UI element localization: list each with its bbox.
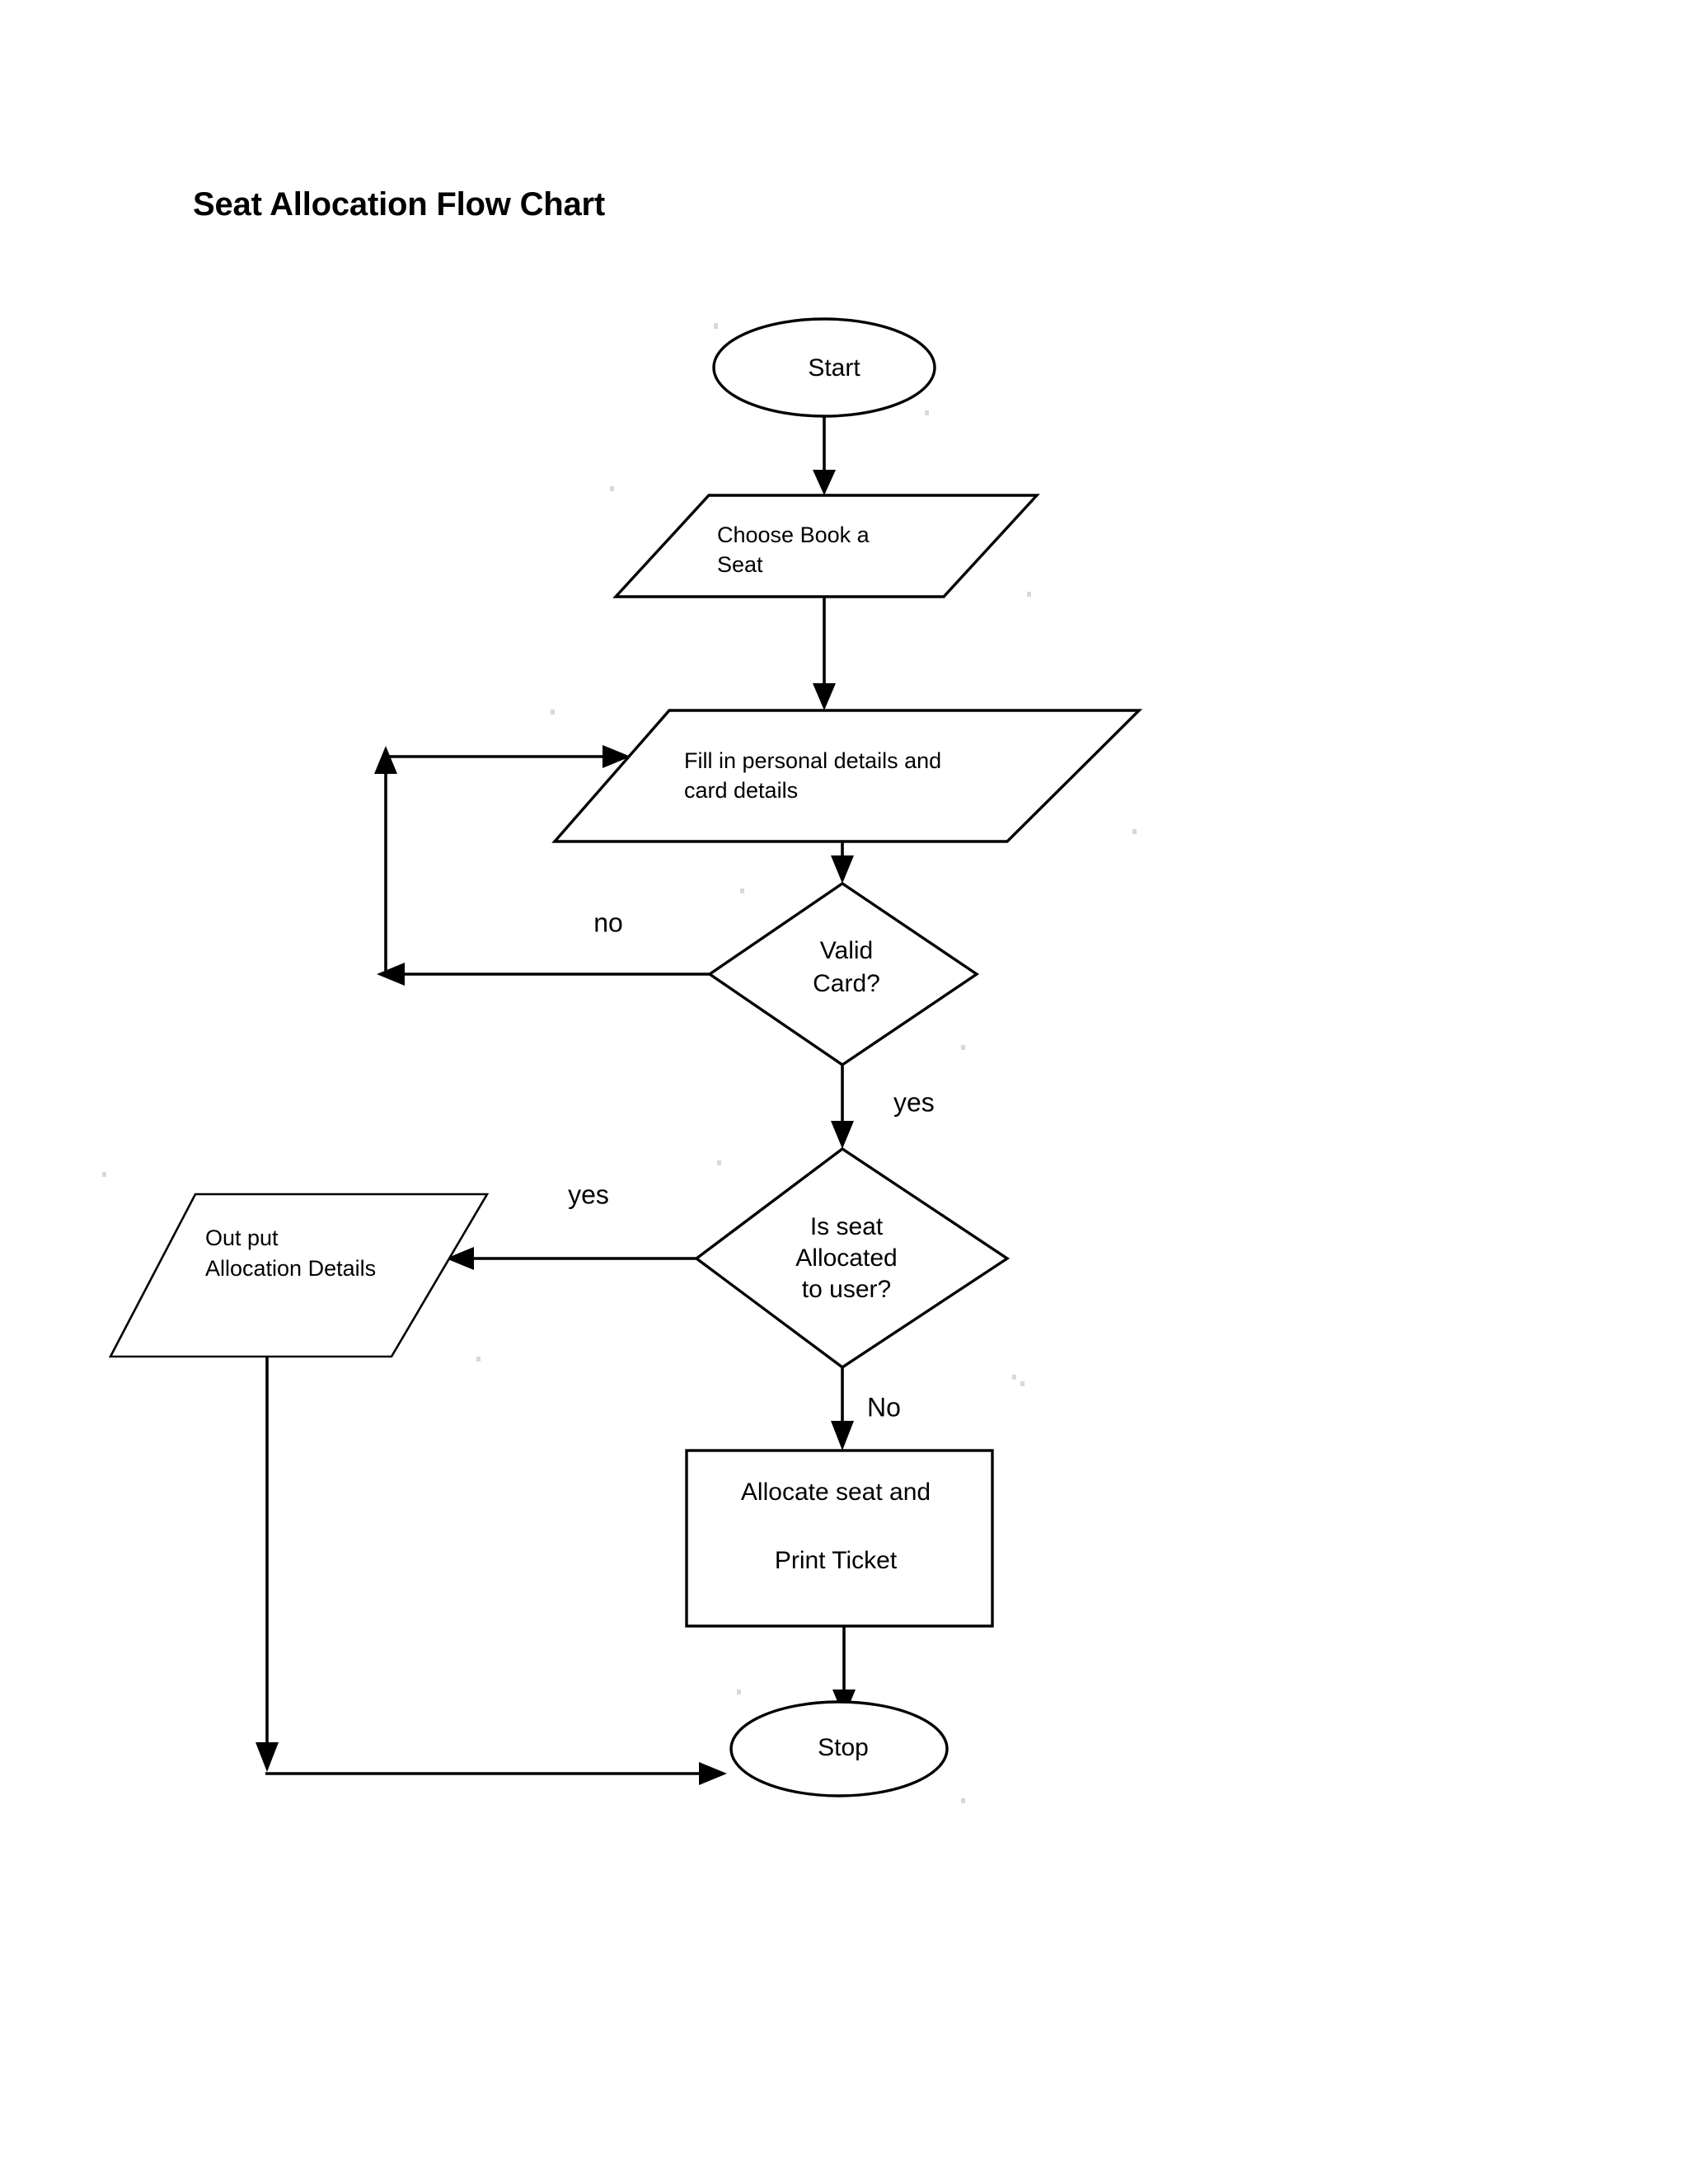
edge-label-validcard-yes: yes xyxy=(893,1087,935,1117)
node-choose-label-line2: Seat xyxy=(717,552,763,577)
edge-label-validcard-no: no xyxy=(593,907,623,937)
node-start[interactable]: Start xyxy=(712,317,936,418)
edge-validcard-yes xyxy=(831,1065,854,1149)
node-choose-book-a-seat[interactable]: Choose Book a Seat xyxy=(612,494,1040,598)
edge-allocated-yes xyxy=(446,1247,697,1270)
node-fill-label-line2: card details xyxy=(684,778,798,803)
node-valid-card-decision[interactable]: Valid Card? xyxy=(706,881,980,1067)
node-choose-label-line1: Choose Book a xyxy=(717,523,870,547)
node-output-allocation-details[interactable]: Out put Allocation Details xyxy=(108,1193,490,1358)
edge-output-to-stop xyxy=(256,1354,727,1785)
node-validcard-label-line1: Valid xyxy=(820,937,873,964)
edge-choose-to-fill xyxy=(813,597,836,710)
edge-validcard-no-loop xyxy=(374,745,710,986)
node-fill-details[interactable]: Fill in personal details and card detail… xyxy=(551,709,1143,843)
node-start-label: Start xyxy=(808,354,860,382)
node-validcard-label-line2: Card? xyxy=(813,970,880,997)
node-output-label-line1: Out put xyxy=(205,1226,279,1250)
node-allocate-label-line2: Print Ticket xyxy=(775,1547,898,1574)
node-isallocated-label-line1: Is seat xyxy=(810,1213,884,1240)
node-is-seat-allocated-decision[interactable]: Is seat Allocated to user? xyxy=(694,1146,1010,1370)
node-allocate-seat-print-ticket[interactable]: Allocate seat and Print Ticket xyxy=(685,1449,994,1628)
edge-start-to-choose xyxy=(813,415,836,495)
node-stop[interactable]: Stop xyxy=(729,1700,949,1797)
node-allocate-label-line1: Allocate seat and xyxy=(741,1479,931,1506)
scan-specks xyxy=(102,323,1137,1803)
node-fill-label-line1: Fill in personal details and xyxy=(684,748,941,773)
node-stop-label: Stop xyxy=(818,1734,869,1761)
node-isallocated-label-line3: to user? xyxy=(802,1276,891,1303)
node-isallocated-label-line2: Allocated xyxy=(795,1244,897,1272)
page-title: Seat Allocation Flow Chart xyxy=(193,186,606,223)
edge-allocated-no xyxy=(831,1366,854,1451)
edge-label-allocated-yes: yes xyxy=(568,1179,609,1209)
edge-fill-to-validcard xyxy=(831,841,854,883)
node-output-label-line2: Allocation Details xyxy=(205,1256,376,1281)
edge-label-allocated-no: No xyxy=(867,1392,901,1422)
